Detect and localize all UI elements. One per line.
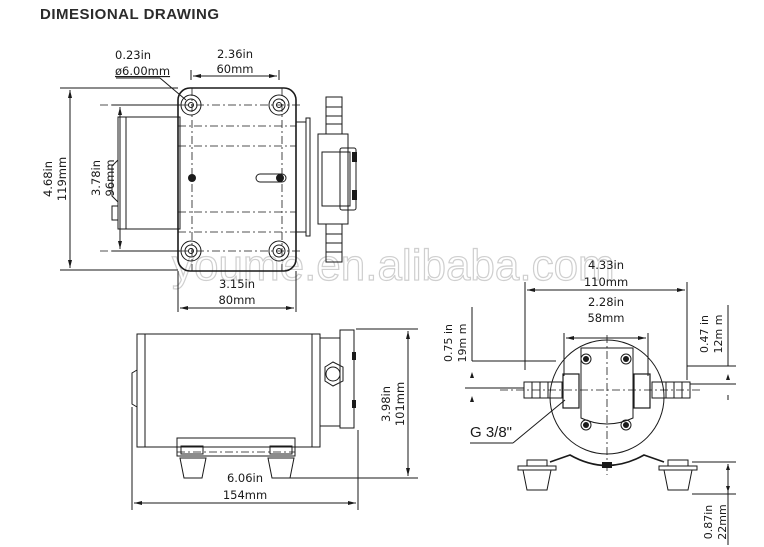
base-width-in: 3.15in	[219, 277, 255, 291]
foot-height-in: 0.87in	[702, 505, 715, 540]
inlet-offset-mm: 19m m	[456, 324, 469, 363]
side-length-mm: 154mm	[223, 488, 267, 502]
overall-height-mm: 119mm	[55, 157, 69, 201]
foot-height-mm: 22mm	[716, 504, 729, 539]
hole-spacing-y-in: 3.78in	[89, 160, 103, 196]
hole-dia-mm: ø6.00mm	[115, 64, 170, 78]
outlet-offset-mm: 12m m	[712, 315, 725, 354]
hole-dia-in: 0.23in	[115, 48, 151, 62]
port-spacing-mm: 58mm	[587, 311, 624, 325]
front-width-mm: 110mm	[584, 275, 628, 289]
side-view: 3.98in 101mm 6.06in 154mm	[131, 328, 418, 510]
side-height-in: 3.98in	[379, 386, 393, 422]
hole-spacing-y-mm: 96mm	[103, 159, 117, 196]
hole-spacing-x-in: 2.36in	[217, 47, 253, 61]
inlet-offset-in: 0.75 in	[442, 324, 455, 362]
overall-height-in: 4.68in	[41, 161, 55, 197]
front-width-in: 4.33in	[588, 258, 624, 272]
watermark: youme.en.alibaba.com	[172, 241, 615, 290]
hole-spacing-x-mm: 60mm	[216, 62, 253, 76]
outlet-offset-in: 0.47 in	[698, 315, 711, 353]
page-title: DIMESIONAL DRAWING	[40, 6, 220, 23]
top-view: 4.68in 119mm 3.78in 96mm 0.23in ø6.00mm …	[41, 47, 357, 312]
thread-label: G 3/8"	[470, 424, 512, 441]
mounting-hole-icon	[180, 94, 290, 262]
base-width-mm: 80mm	[218, 293, 255, 307]
port-spacing-in: 2.28in	[588, 295, 624, 309]
side-length-in: 6.06in	[227, 471, 263, 485]
side-height-mm: 101mm	[393, 382, 407, 426]
front-view: 4.33in 110mm 2.28in 58mm 0.75 in 19m m 0…	[442, 258, 736, 545]
